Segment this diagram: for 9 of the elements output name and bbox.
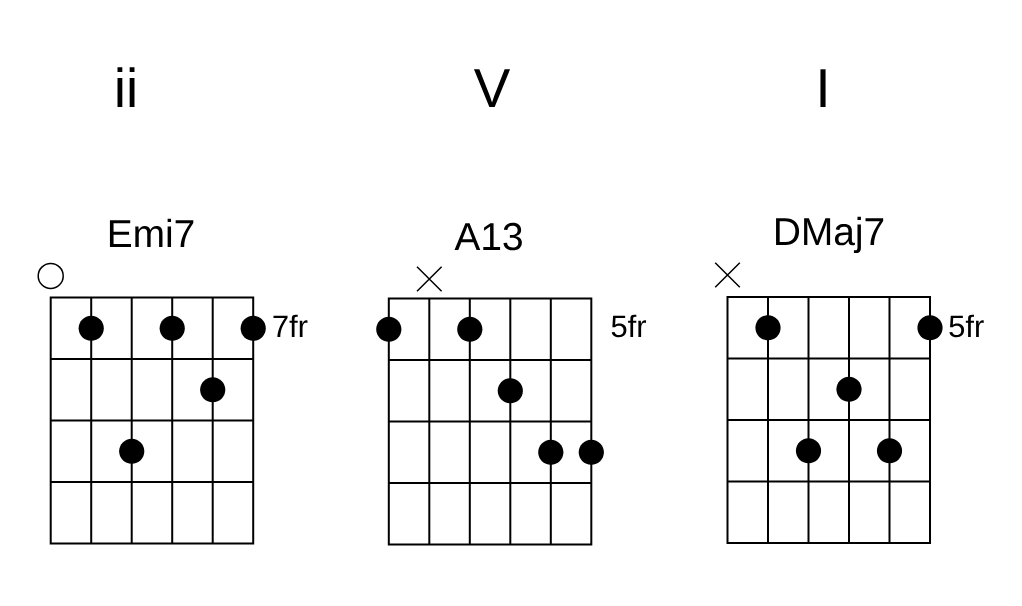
roman-numeral: V — [473, 69, 511, 107]
chord-name: A13 — [454, 222, 522, 251]
fret-label: 5fr — [949, 314, 984, 338]
fret-label: 7fr — [273, 314, 308, 337]
chord-name: Emi7 — [109, 218, 194, 247]
fret-label: 5fr — [611, 314, 647, 338]
roman-numeral: I — [820, 69, 826, 107]
roman-numeral: ii — [117, 67, 135, 107]
chord-name: DMaj7 — [776, 216, 884, 254]
